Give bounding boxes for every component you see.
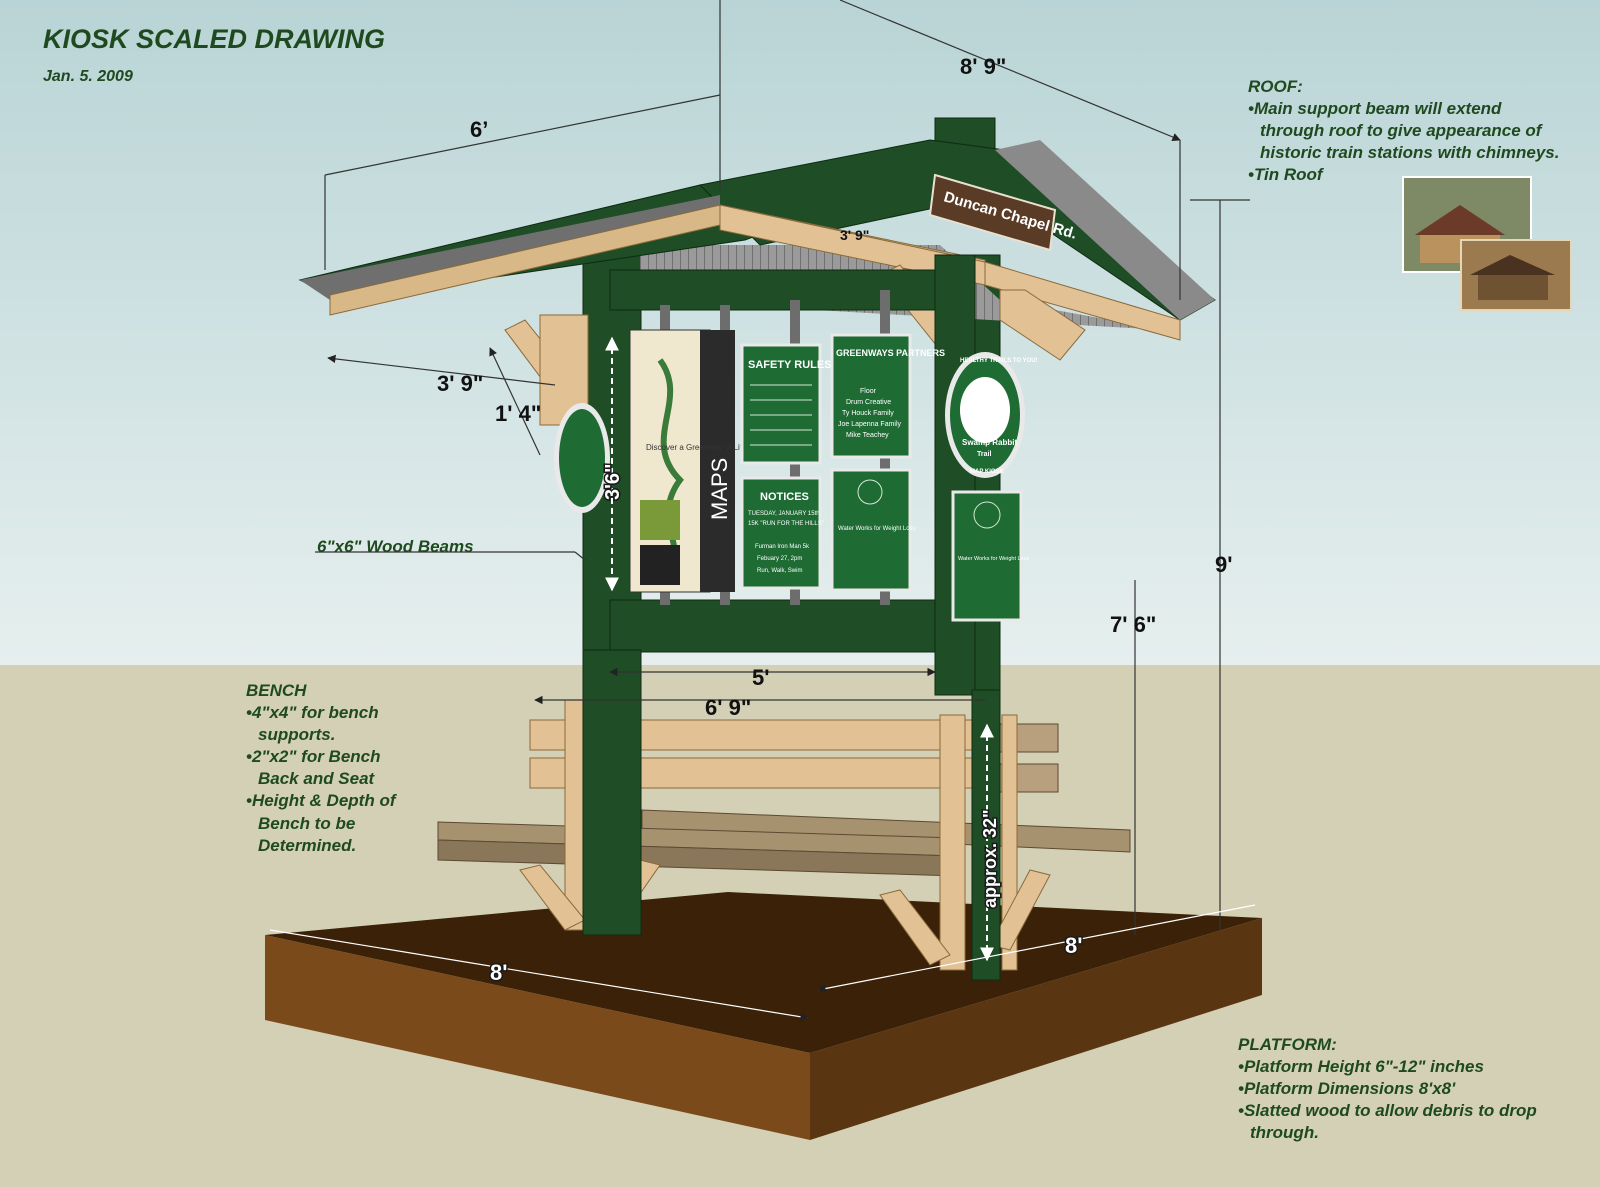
partner-4: Joe Lapenna Family <box>838 421 902 428</box>
notice-line-3: Furman Iron Man 5k <box>755 544 810 550</box>
roof-note-heading: ROOF: <box>1248 77 1303 96</box>
greenways-partners-sign: GREENWAYS PARTNERS Floor Drum Creative T… <box>830 333 945 459</box>
swamp-rabbit-logo: HEALTHY TRAILS TO YOU! Swamp Rabbit Trai… <box>945 352 1038 478</box>
left-post-logo <box>554 403 610 513</box>
logo-name: Swamp Rabbit <box>962 438 1017 447</box>
logo-bottom-text: MAP KIOSK <box>970 469 1005 475</box>
maps-label: MAPS <box>707 458 732 520</box>
dim-board-height: 3'6" <box>602 464 624 500</box>
safety-rules-title: SAFETY RULES <box>748 359 832 371</box>
bench-note-item: Height & Depth of Bench to be Determined… <box>246 790 416 856</box>
front-post-left <box>582 649 642 936</box>
bench-note-item: 2"x2" for Bench Back and Seat <box>246 746 416 790</box>
page-title: KIOSK SCALED DRAWING <box>43 24 386 54</box>
bench-note-item: 4"x4" for bench supports. <box>246 702 416 746</box>
dim-overhang: 3' 9" <box>437 371 483 396</box>
notice-line-2: 15K "RUN FOR THE HILLS" <box>748 521 824 527</box>
partner-3: Ty Houck Family <box>842 410 894 417</box>
wood-beams-label: 6"x6" Wood Beams <box>317 537 474 556</box>
dim-board-width: 5' <box>752 665 769 690</box>
platform-note-item: Platform Height 6"-12" inches <box>1238 1056 1538 1078</box>
logo-trail: Trail <box>977 451 991 458</box>
roof-note-item: Main support beam will extend through ro… <box>1248 98 1568 164</box>
dim-bench-height: approx. 32" <box>980 809 1000 908</box>
map-panel: MAPS Discover a Greenway of Life <box>629 329 747 593</box>
dim-roof-depth: 8' 9" <box>960 54 1006 79</box>
map-caption: Discover a Greenway of Life <box>646 443 747 452</box>
platform-note: PLATFORM: Platform Height 6"-12" inches … <box>1238 1034 1538 1144</box>
platform-note-item: Slatted wood to allow debris to drop thr… <box>1238 1100 1538 1144</box>
dim-platform-front: 8' <box>490 960 507 985</box>
notices-sign: NOTICES TUESDAY, JANUARY 15th 15K "RUN F… <box>740 476 824 590</box>
notice-line-5: Run, Walk, Swim <box>757 568 802 574</box>
historic-train-station-photos <box>1402 176 1572 311</box>
hospital-sub-post: Water Works for Weight Loss <box>958 556 1029 562</box>
hospital-sign-post: Water Works for Weight Loss <box>951 490 1029 622</box>
dim-roof-width: 6’ <box>470 117 488 142</box>
partner-2: Drum Creative <box>846 399 891 406</box>
partner-1: Floor <box>860 388 877 395</box>
partners-title: GREENWAYS PARTNERS <box>836 348 945 358</box>
bench-note-heading: BENCH <box>246 681 307 700</box>
notice-line-1: TUESDAY, JANUARY 15th <box>748 511 820 517</box>
roof-note-list: Main support beam will extend through ro… <box>1248 98 1568 186</box>
bench-note-list: 4"x4" for bench supports. 2"x2" for Benc… <box>246 702 416 857</box>
logo-top-text: HEALTHY TRAILS TO YOU! <box>960 358 1038 364</box>
hospital-sign-board: Water Works for Weight Loss <box>830 468 916 592</box>
hospital-sub-board: Water Works for Weight Loss <box>838 526 916 532</box>
notices-title: NOTICES <box>760 491 809 503</box>
dim-bracket: 1' 4" <box>495 401 541 426</box>
dim-cross-beam: 3' 9" <box>840 227 869 243</box>
partner-5: Mike Teachey <box>846 432 889 439</box>
dim-bench-length: 6' 9" <box>705 695 751 720</box>
bench-note: BENCH 4"x4" for bench supports. 2"x2" fo… <box>246 680 416 857</box>
platform-note-list: Platform Height 6"-12" inches Platform D… <box>1238 1056 1538 1144</box>
roof-note: ROOF: Main support beam will extend thro… <box>1248 76 1568 186</box>
dimension-lines <box>269 0 1256 1021</box>
dim-platform-side: 8' <box>1065 933 1082 958</box>
roof-note-item: Tin Roof <box>1248 164 1568 186</box>
board-height-line <box>605 336 994 962</box>
platform-note-item: Platform Dimensions 8'x8' <box>1238 1078 1538 1100</box>
notice-line-4: Febuary 27, 2pm <box>757 556 802 562</box>
drawing-date: Jan. 5. 2009 <box>43 68 133 85</box>
dim-total-height: 9' <box>1215 552 1232 577</box>
platform-note-heading: PLATFORM: <box>1238 1035 1337 1054</box>
safety-rules-sign: SAFETY RULES <box>740 343 832 465</box>
dim-post-height: 7' 6" <box>1110 612 1156 637</box>
